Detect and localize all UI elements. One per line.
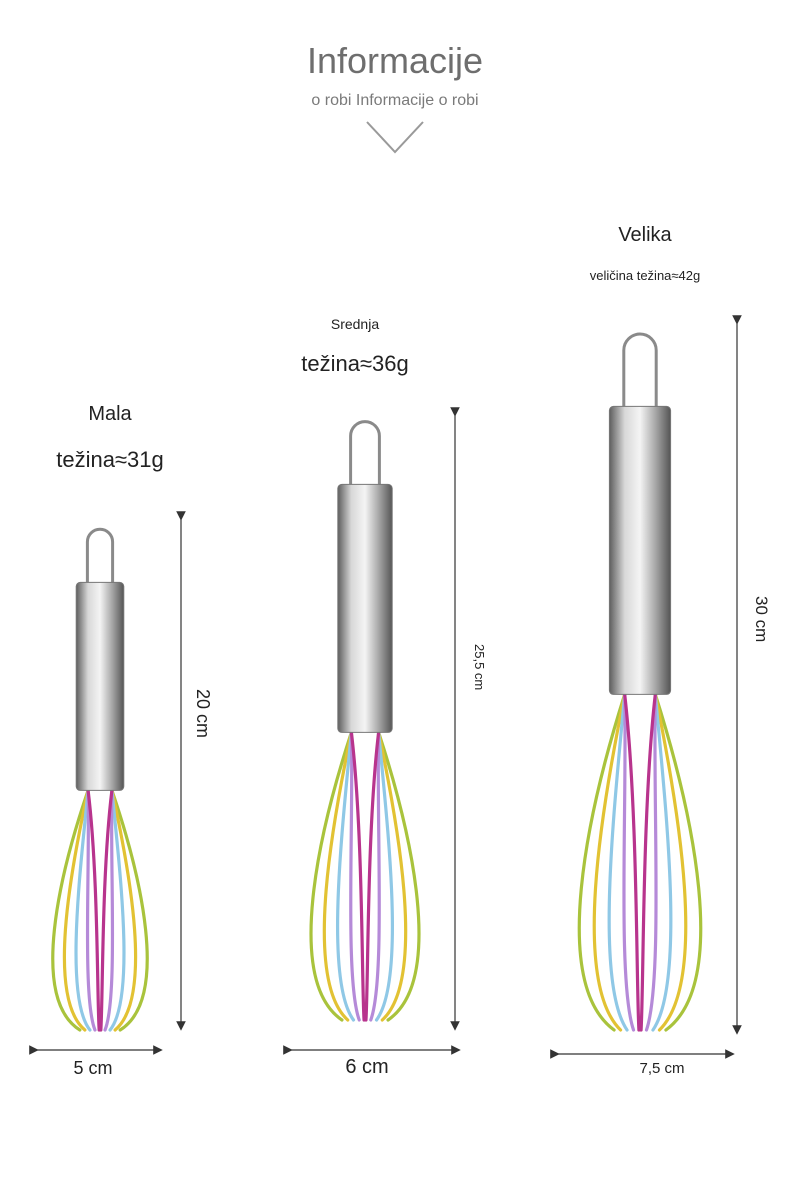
whisk-wire — [309, 730, 353, 1022]
whisk-wire — [592, 692, 627, 1032]
whisk-wire — [364, 730, 381, 1022]
whisk-wire — [349, 730, 366, 1022]
whisk-wire — [74, 788, 92, 1032]
whisk-wire — [377, 730, 408, 1022]
whisk-wire — [639, 692, 657, 1032]
whisk-wire — [577, 692, 627, 1032]
whisk-wire — [85, 788, 97, 1032]
whisk-handle — [608, 405, 672, 695]
whisk-wire — [336, 730, 356, 1022]
whisk-wire — [374, 730, 394, 1022]
whisk-handle — [337, 483, 393, 733]
width-label-large: 7,5 cm — [639, 1060, 685, 1077]
whisk-wire — [644, 692, 658, 1032]
whisk-medium — [309, 420, 421, 1022]
width-label-medium: 6 cm — [345, 1056, 389, 1078]
whisk-wire — [51, 788, 90, 1032]
whisk-wire — [623, 692, 641, 1032]
whisk-small — [51, 527, 149, 1032]
product-name-small: Mala — [88, 403, 132, 425]
whisk-wire — [99, 788, 114, 1032]
length-label-medium: 25,5 cm — [472, 644, 487, 691]
whisk-wire — [322, 730, 353, 1022]
whisk-loop — [349, 420, 381, 485]
product-weight-large: veličina težina≈42g — [589, 268, 701, 283]
width-label-small: 5 cm — [73, 1058, 113, 1078]
whisk-wire — [108, 788, 126, 1032]
whisk-large — [577, 332, 703, 1032]
product-weight-medium: težina≈36g — [301, 351, 409, 376]
whisk-wire — [110, 788, 138, 1032]
whisk-wire — [607, 692, 629, 1032]
page-title: Informacije — [306, 40, 484, 81]
whisk-wire — [110, 788, 149, 1032]
whisk-wire — [651, 692, 673, 1032]
whisk-wire — [369, 730, 381, 1022]
whisk-loop — [85, 527, 115, 583]
length-label-large: 30 cm — [752, 596, 771, 643]
product-weight-small: težina≈31g — [56, 447, 164, 472]
whisk-loop — [622, 332, 658, 407]
whisk-wire — [653, 692, 703, 1032]
product-name-medium: Srednja — [330, 316, 380, 332]
whisk-wire — [653, 692, 688, 1032]
product-name-large: Velika — [618, 224, 672, 246]
chevron-down-icon — [366, 121, 424, 154]
whisk-wire — [103, 788, 115, 1032]
whisk-wire — [349, 730, 361, 1022]
whisk-wire — [86, 788, 101, 1032]
page-subtitle: o robi Informacije o robi — [311, 92, 479, 109]
whisk-handle — [75, 581, 125, 791]
length-label-small: 20 cm — [193, 689, 213, 739]
whisk-wire — [62, 788, 90, 1032]
whisk-wire — [377, 730, 421, 1022]
whisk-wire — [622, 692, 636, 1032]
